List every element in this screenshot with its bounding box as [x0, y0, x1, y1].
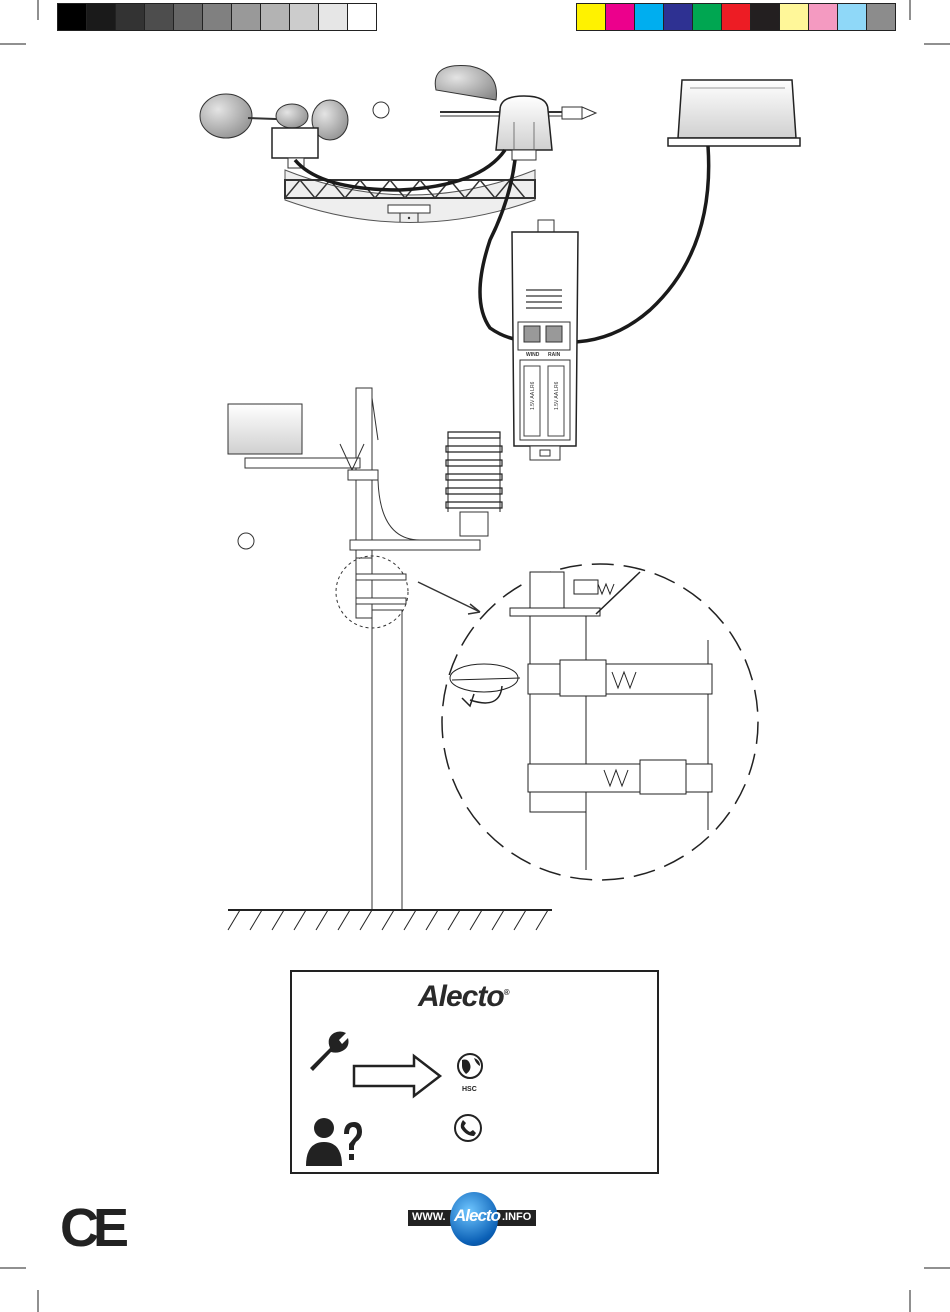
service-info-box: Alecto® HSC — [290, 970, 659, 1174]
detail-arrow — [418, 582, 480, 614]
anemometer — [200, 94, 348, 168]
detail-circle-large — [442, 564, 758, 880]
arrow-right-icon — [350, 1052, 446, 1100]
brand-logo-text: Alecto — [418, 980, 504, 1013]
battery-2-label: 1.5V AA LR6 — [554, 381, 560, 410]
registered-mark: ® — [504, 988, 509, 997]
hsc-label: HSC — [462, 1086, 477, 1093]
transmitter-unit: WIND RAIN 1.5V AA LR6 1.5V AA LR6 — [512, 220, 578, 460]
ground — [228, 910, 552, 930]
rain-gauge — [668, 80, 800, 146]
wind-vane — [435, 66, 596, 161]
website-brand: Alecto — [454, 1206, 500, 1226]
phone-icon — [452, 1112, 484, 1144]
mounting-pole — [228, 388, 480, 910]
website-logo: WWW. Alecto .INFO — [408, 1192, 538, 1246]
step-marker-1 — [373, 102, 389, 118]
wrench-icon — [304, 1028, 350, 1074]
brand-logo: Alecto® — [418, 980, 509, 1014]
thermo-hygro-sensor — [446, 432, 502, 536]
ce-mark: CE — [60, 1197, 123, 1259]
step-marker-2 — [238, 533, 254, 549]
installation-illustration: WIND RAIN 1.5V AA LR6 1.5V AA LR6 — [0, 0, 950, 960]
sensor-cables — [295, 146, 709, 342]
wind-port-label: WIND — [526, 352, 540, 358]
rain-port-label: RAIN — [548, 352, 561, 358]
battery-1-label: 1.5V AA LR6 — [530, 381, 536, 410]
website-prefix: WWW. — [412, 1211, 446, 1223]
website-suffix: .INFO — [502, 1211, 531, 1223]
globe-icon — [452, 1052, 488, 1082]
user-question-icon — [304, 1116, 364, 1168]
